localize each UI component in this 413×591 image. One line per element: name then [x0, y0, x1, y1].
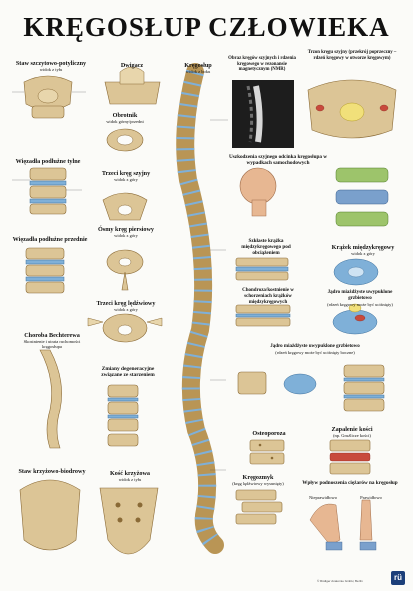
chondrosis-illustration	[235, 304, 291, 327]
label-cervical-vertebra: Trzeci kręg szyjny widok z góry	[101, 170, 151, 182]
label-disc-wear: Szkłaste krążka międzykręgowego pod obci…	[241, 238, 291, 256]
label-kyphosis: Kręgozmyk (kręg lędźwiowy wysunięty)	[232, 474, 284, 486]
sacrum-illustration	[99, 487, 159, 555]
copyright-text: © Rüdiger Anatomie GmbH, Berlin	[317, 578, 363, 583]
label-chondrosis: Chondroza/kostnienie w schorzeniach krąż…	[242, 288, 294, 305]
label-thoracic-vertebra: Ósmy kręg piersiowy widok z góry	[97, 226, 155, 238]
thoracic-vertebra-illustration	[106, 249, 144, 291]
posterior-ligament-illustration	[29, 167, 67, 215]
label-sacroiliac: Staw krzyżowo-biodrowy	[18, 468, 86, 475]
label-degenerative: Zmiany degeneracyjne związane ze starzen…	[101, 366, 155, 378]
atlas-top-illustration	[106, 128, 144, 152]
car-crash-illustration	[335, 167, 389, 227]
label-bechterew: Choroba Bechterewa Skostnienie i utrata …	[23, 332, 81, 349]
anterior-ligament-illustration	[25, 247, 65, 294]
herniation-lateral-illustration	[237, 364, 385, 412]
label-whiplash: Uszkodzenia szyjnego odcinka kręgosłupa …	[229, 154, 327, 166]
cervical-cross-section-illustration	[307, 79, 397, 139]
label-ligaments-back: Więzadła podłużne tylne	[15, 158, 81, 165]
label-lifting: Wpływ podnoszenia ciężarów na kręgosłup	[302, 480, 398, 486]
mri-illustration	[232, 80, 294, 148]
label-atlas: Obrotnik widok górny/przedni	[106, 112, 144, 124]
dens-illustration	[104, 66, 161, 105]
lumbar-vertebra-illustration	[87, 313, 163, 343]
label-lifting-right: Prawidłowo	[360, 495, 382, 500]
cervical-vertebra-illustration	[102, 192, 148, 221]
bechterew-spine-illustration	[39, 349, 62, 449]
label-osteoporosis: Osteoporoza	[252, 430, 286, 437]
osteoporosis-illustration	[249, 439, 285, 465]
label-herniation-back: Jądro miażdżyste uwypuklone grzbietowo (…	[327, 290, 393, 307]
disc-top-illustration	[333, 258, 379, 286]
label-sacrum: Kość krzyżowa widok z tyłu	[109, 470, 151, 482]
label-cervical-cross: Trzon kręgu szyjny (przekrój poprzeczny …	[307, 50, 397, 61]
inflammation-illustration	[329, 439, 371, 475]
label-lifting-wrong: Nieprawidłowo	[309, 495, 337, 500]
label-atlas-occipital: Staw szczytowo-potyliczny widok z tyłu	[15, 60, 87, 72]
label-main-spine: Kręgosłup widok z boku	[184, 62, 212, 74]
publisher-logo: rü	[391, 571, 405, 585]
whiplash-head-illustration	[239, 167, 277, 217]
atlas-occipital-illustration	[23, 75, 73, 119]
label-inflammation: Zapalenie kości (np. Gruźlicze kości)	[331, 426, 373, 438]
herniation-back-illustration	[332, 303, 378, 335]
label-dens: Dwigacz	[120, 62, 144, 69]
label-herniation-lateral: Jądro miażdżyste uwypuklone grzbietowo (…	[270, 344, 360, 355]
poster-title: KRĘGOSŁUP CZŁOWIEKA	[23, 12, 390, 42]
disc-wear-illustration	[235, 257, 289, 281]
kyphosis-illustration	[235, 489, 283, 525]
label-mri: Obraz kręgów szyjnych i rdzenia kręgoweg…	[228, 56, 296, 72]
lifting-figures-illustration	[309, 499, 377, 551]
label-disc: Krążek międzykręgowy widok z góry	[331, 244, 395, 256]
label-lumbar-vertebra: Trzeci kręg lędźwiowy widok z góry	[96, 300, 156, 312]
sacroiliac-illustration	[19, 479, 81, 551]
degenerative-illustration	[107, 384, 139, 447]
label-ligaments-front: Więzadła podłużne przednie	[12, 236, 88, 243]
main-spine-illustration	[176, 63, 224, 554]
leader-lines	[12, 91, 228, 471]
